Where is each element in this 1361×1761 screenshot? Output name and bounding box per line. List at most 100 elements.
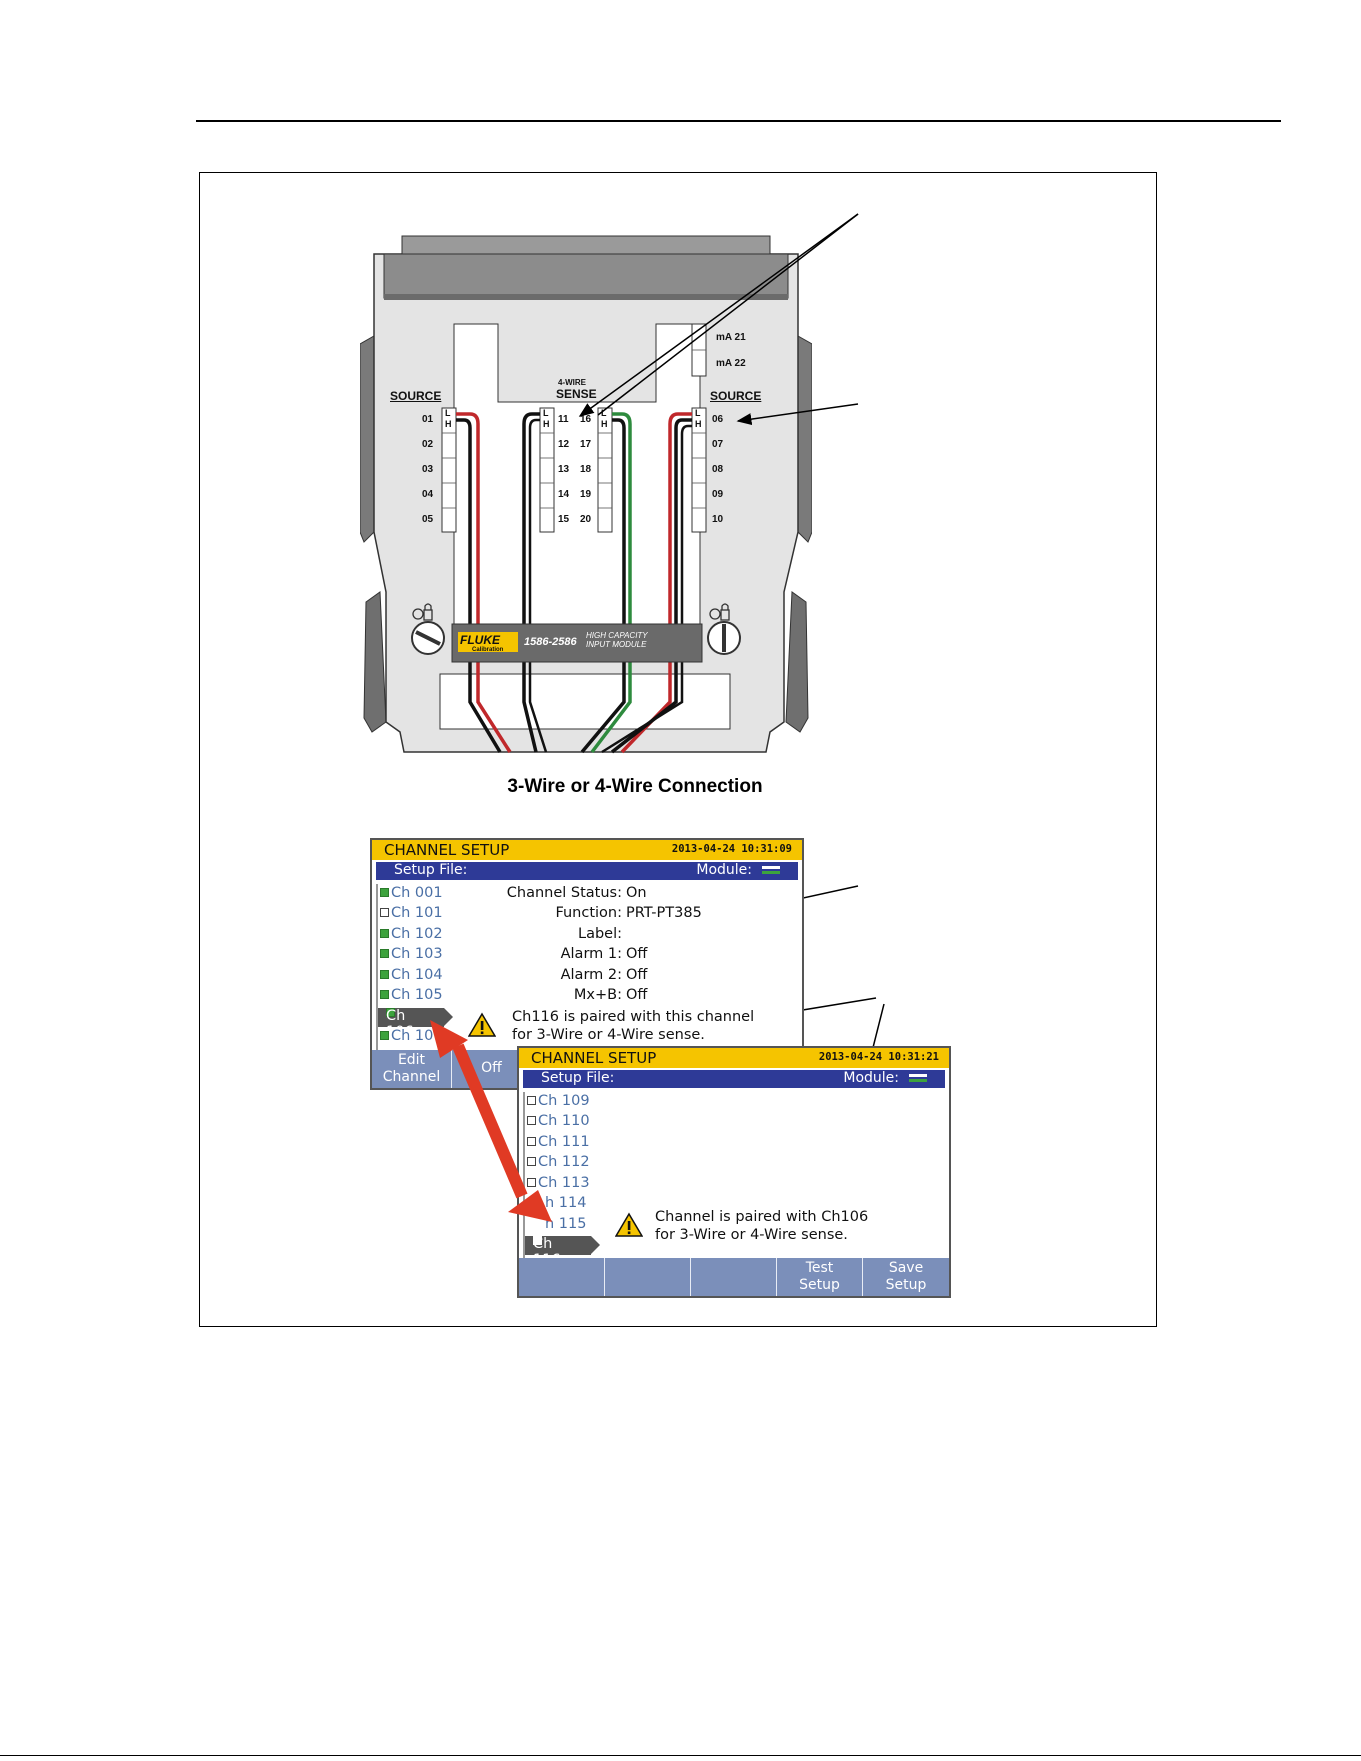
warning-line: Ch116 is paired with this channel <box>512 1009 755 1025</box>
terminal-h: H <box>445 419 452 429</box>
channel-label: 10 <box>712 514 724 525</box>
channel-item[interactable]: Ch 110 <box>527 1113 590 1129</box>
setup-file-label: Setup File: <box>541 1070 615 1086</box>
field-value[interactable]: PRT-PT385 <box>626 905 702 921</box>
model-desc: INPUT MODULE <box>586 640 647 649</box>
channel-item[interactable]: Ch 101 <box>380 905 443 921</box>
channel-label: 02 <box>422 439 434 450</box>
ma-channel-label: mA 21 <box>716 332 746 343</box>
channel-item[interactable]: Ch 105 <box>380 987 443 1003</box>
channel-status-icon <box>533 1236 542 1245</box>
channel-label: 03 <box>422 464 434 475</box>
channel-status-icon <box>380 990 389 999</box>
channel-item-selected[interactable]: Ch 106 <box>378 1008 453 1040</box>
channel-setup-screen-2: CHANNEL SETUP 2013-04-24 10:31:21 Setup … <box>517 1046 951 1298</box>
channel-label: 14 <box>558 489 570 500</box>
channel-status-icon <box>380 888 389 897</box>
warning-line: Channel is paired with Ch106 <box>655 1209 869 1225</box>
screen-title: CHANNEL SETUP <box>384 841 510 859</box>
sense-subtitle: 4-WIRE <box>558 378 586 387</box>
channel-label: 07 <box>712 439 724 450</box>
channel-label: 17 <box>580 439 592 450</box>
field-name: Channel Status: <box>506 885 622 901</box>
channel-item-selected[interactable]: Ch 116 <box>525 1236 600 1268</box>
channel-item[interactable]: Ch 102 <box>380 926 443 942</box>
warning-line: for 3-Wire or 4-Wire sense. <box>512 1027 705 1043</box>
channel-status-icon <box>386 1008 395 1017</box>
channel-label: 01 <box>422 414 434 425</box>
channel-label: 06 <box>712 414 724 425</box>
channel-item[interactable]: h 115 <box>545 1216 587 1232</box>
model-number: 1586-2586 <box>524 636 577 648</box>
channel-status-icon <box>380 949 389 958</box>
setup-file-label: Setup File: <box>394 862 468 878</box>
terminal-h: H <box>695 419 702 429</box>
channel-label: 15 <box>558 514 570 525</box>
channel-status-icon <box>527 1116 536 1125</box>
channel-label: 05 <box>422 514 434 525</box>
terminal-l: L <box>445 408 451 418</box>
screen-title: CHANNEL SETUP <box>531 1049 657 1067</box>
channel-label: 16 <box>580 414 592 425</box>
warning-line: for 3-Wire or 4-Wire sense. <box>655 1227 848 1243</box>
channel-item[interactable]: Ch 113 <box>527 1175 590 1191</box>
channel-label: 19 <box>580 489 592 500</box>
warning-icon <box>615 1212 643 1237</box>
channel-status-icon <box>380 1031 389 1040</box>
module-icon <box>762 866 780 876</box>
softkey-1[interactable] <box>519 1258 605 1296</box>
model-desc: HIGH CAPACITY <box>586 631 648 640</box>
title-bar: CHANNEL SETUP 2013-04-24 10:31:21 <box>519 1048 949 1068</box>
field-value[interactable]: Off <box>626 987 648 1003</box>
softkey-save-setup[interactable]: Save Setup <box>885 1260 927 1293</box>
channel-status-icon <box>380 970 389 979</box>
channel-item[interactable]: Ch 104 <box>380 967 443 983</box>
module-label: Module: <box>696 862 752 878</box>
channel-item[interactable]: Ch 10 <box>380 1028 433 1044</box>
channel-status-icon <box>380 929 389 938</box>
module-drawing <box>359 235 813 754</box>
channel-item[interactable]: Ch 112 <box>527 1154 590 1170</box>
module-label: Module: <box>843 1070 899 1086</box>
softkey-bar: Test Setup Save Setup <box>519 1258 949 1296</box>
channel-status-icon <box>527 1178 536 1187</box>
fluke-logo: FLUKE <box>460 633 500 647</box>
channel-status-icon <box>527 1096 536 1105</box>
terminal-h: H <box>601 419 608 429</box>
channel-label: 20 <box>580 514 592 525</box>
channel-status-icon <box>380 908 389 917</box>
scrollbar[interactable] <box>376 884 378 1064</box>
channel-status-icon <box>527 1157 536 1166</box>
channel-item[interactable]: Ch 111 <box>527 1134 590 1150</box>
terminal-h: H <box>543 419 550 429</box>
datetime: 2013-04-24 10:31:09 <box>671 843 792 855</box>
softkey-3[interactable] <box>691 1258 777 1296</box>
field-name: Function: <box>555 905 622 921</box>
softkey-test-setup[interactable]: Test Setup <box>777 1258 863 1296</box>
channel-label: 09 <box>712 489 724 500</box>
channel-label: 04 <box>422 489 434 500</box>
field-value[interactable]: Off <box>626 946 648 962</box>
channel-label: 08 <box>712 464 724 475</box>
terminal-l: L <box>543 408 549 418</box>
field-name: Mx+B: <box>573 987 622 1003</box>
softkey-2[interactable] <box>605 1258 691 1296</box>
datetime: 2013-04-24 10:31:21 <box>818 1051 939 1063</box>
title-bar: CHANNEL SETUP 2013-04-24 10:31:09 <box>372 840 802 860</box>
channel-item[interactable]: Ch 109 <box>527 1093 590 1109</box>
field-value[interactable]: Off <box>626 967 648 983</box>
terminal-l: L <box>695 408 701 418</box>
channel-item[interactable]: Ch 001 <box>380 885 443 901</box>
source-left-title: SOURCE <box>390 389 442 403</box>
warning-icon <box>468 1012 496 1037</box>
field-name: Alarm 2: <box>560 967 622 983</box>
channel-label: 11 <box>558 414 569 425</box>
figure-caption: 3-Wire or 4-Wire Connection <box>507 776 763 797</box>
source-right-title: SOURCE <box>710 389 762 403</box>
fluke-logo-sub: Calibration <box>472 647 504 653</box>
field-value[interactable]: On <box>626 885 647 901</box>
channel-item[interactable]: h 114 <box>545 1195 587 1211</box>
channel-item[interactable]: Ch 103 <box>380 946 443 962</box>
channel-label: 18 <box>580 464 592 475</box>
